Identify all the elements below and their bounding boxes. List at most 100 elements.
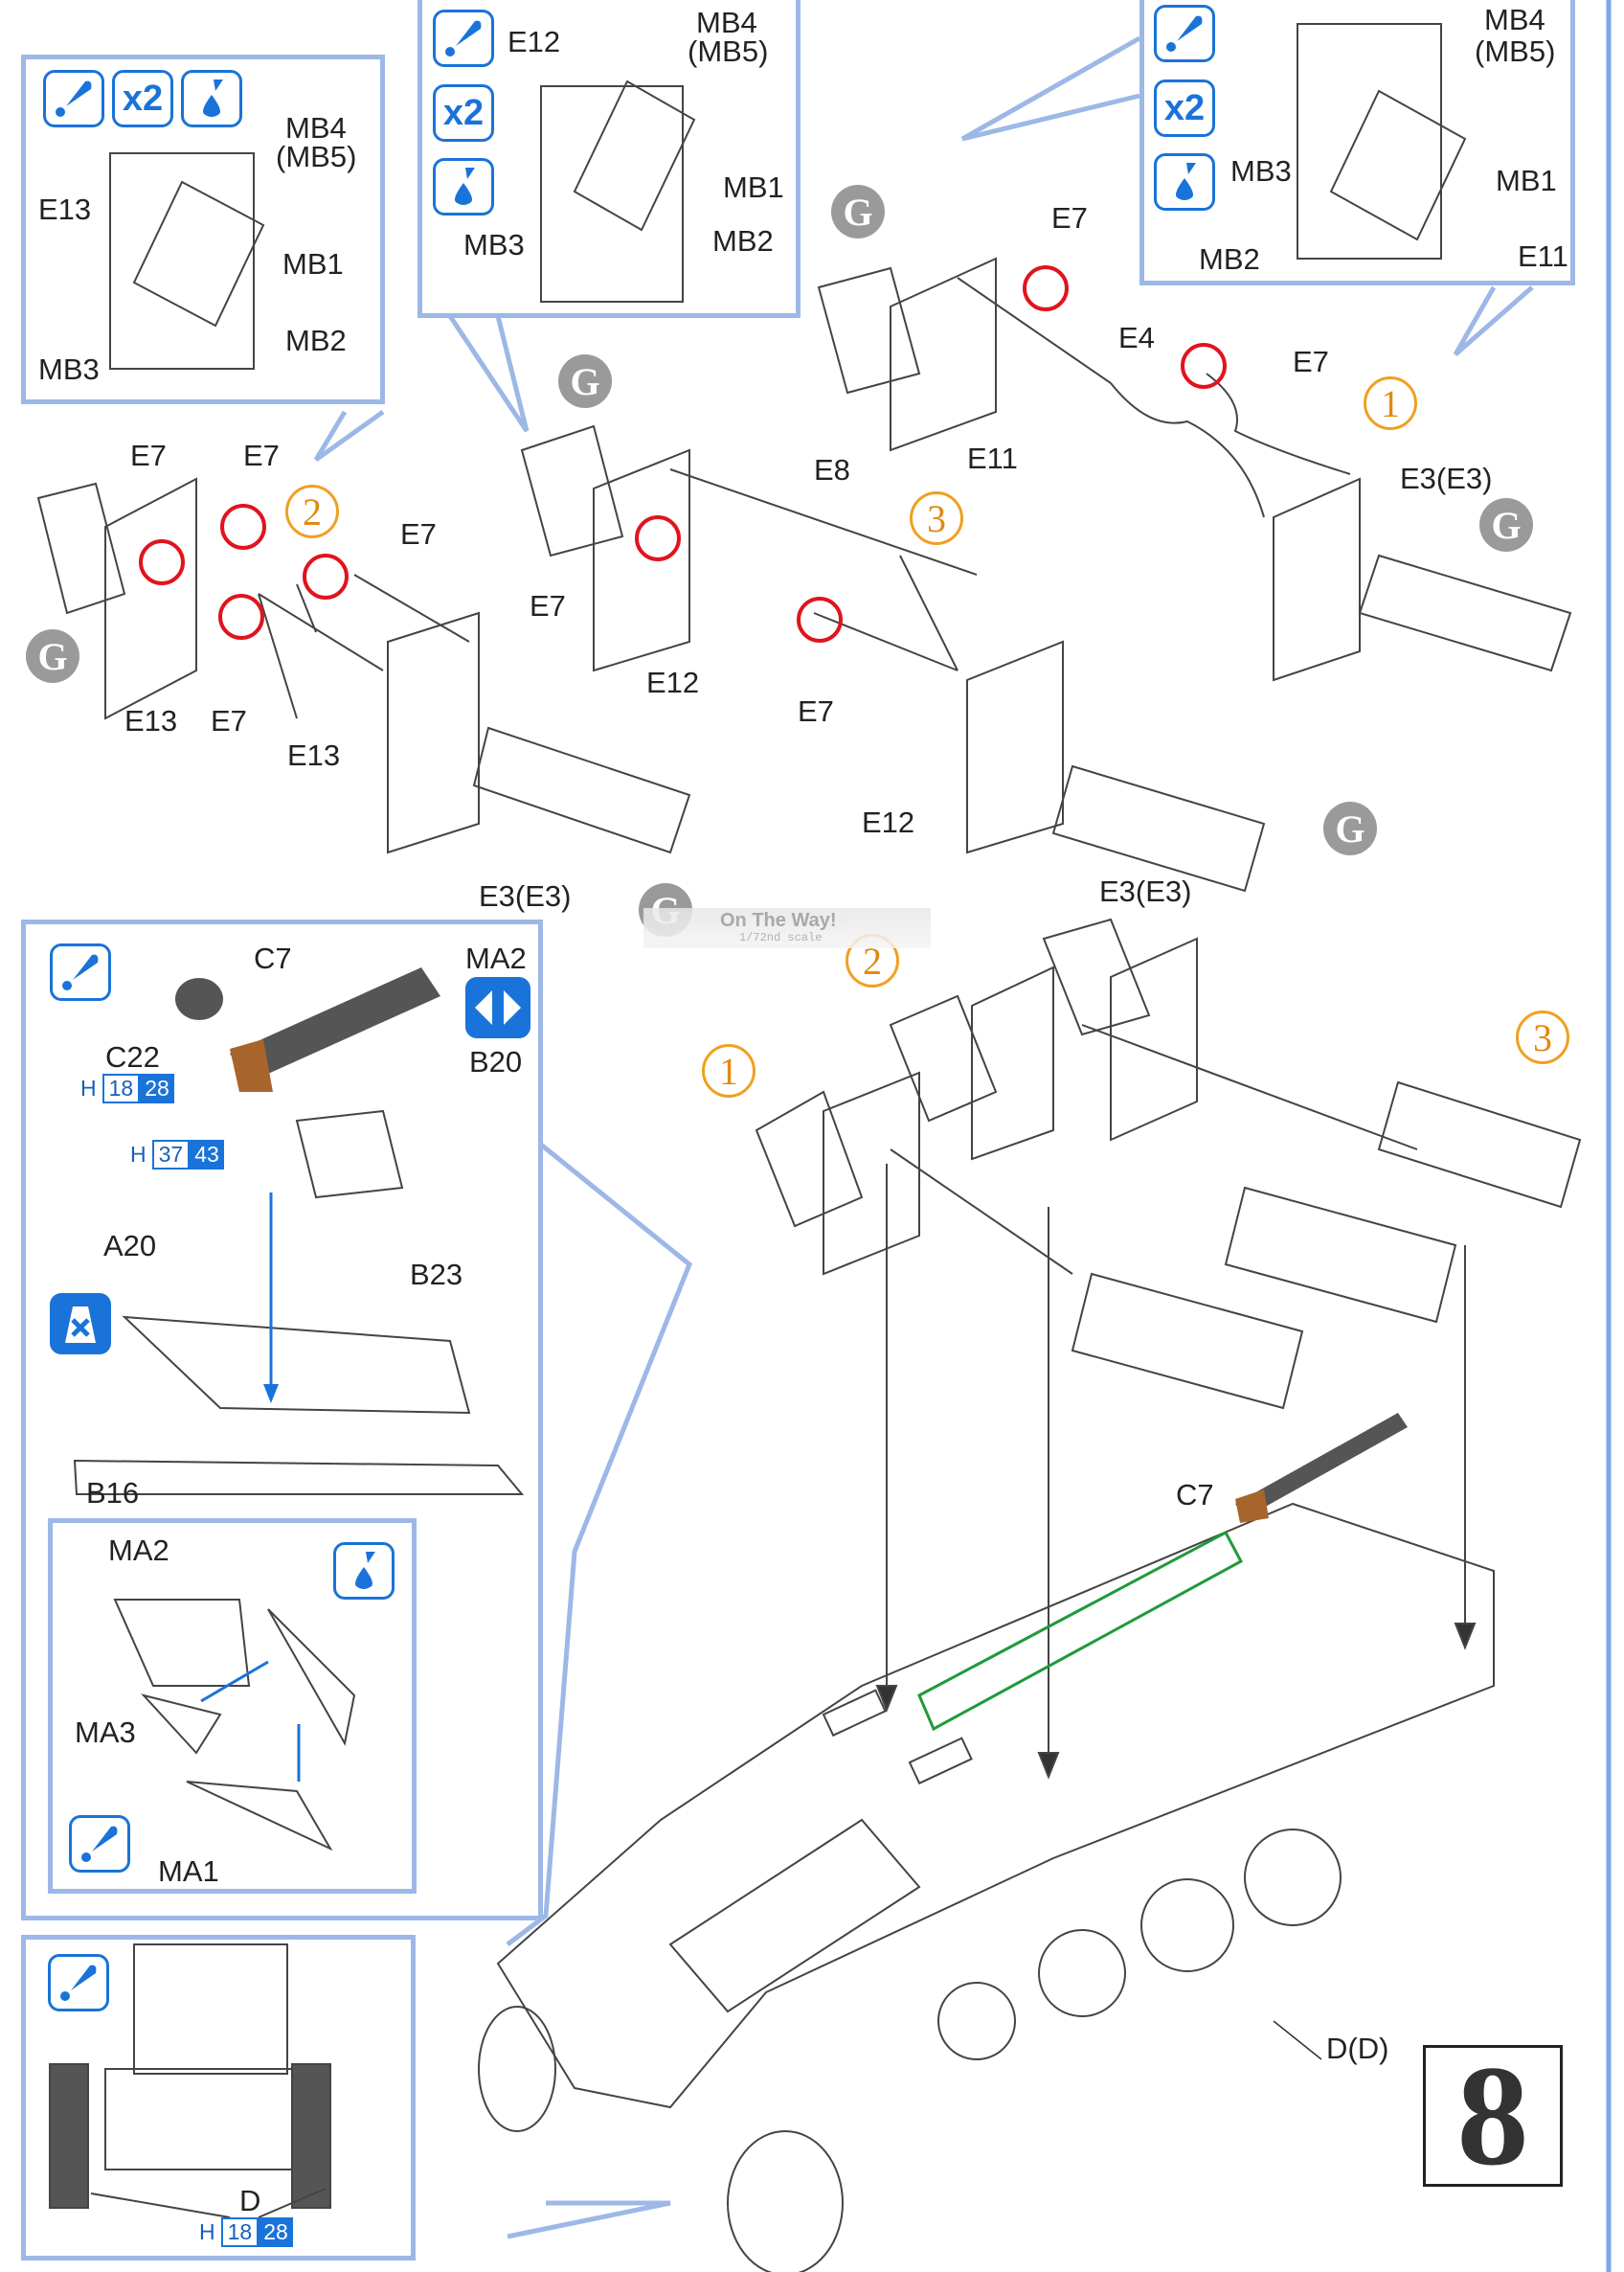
part-label: MB4 [1484,3,1545,36]
part-label: MB1 [723,170,784,204]
part-group-badge: G [26,629,79,683]
part-label: MA3 [75,1715,136,1749]
part-label: MB2 [1199,242,1260,276]
assembly-1-drawing [817,257,1572,682]
part-label: E12 [646,666,700,699]
part-label: (MB5) [1475,34,1556,68]
part-label: C7 [1176,1478,1214,1511]
glue-icon [50,943,111,1001]
paint-code-a: 18 [220,2217,259,2247]
highlight-circle [218,594,264,640]
paint-code: H 18 28 [80,1074,174,1103]
highlight-circle [635,515,681,561]
part-label: E7 [1293,345,1329,378]
part-label: (MB5) [688,34,769,68]
main-frames-drawing [755,918,1582,1780]
part-label: MB2 [712,224,774,258]
callout-tail-rear [507,2200,671,2239]
glue-icon [69,1815,130,1873]
paint-code-prefix: H [80,1076,97,1101]
part-label: MB3 [38,352,100,386]
part-label: E7 [798,694,834,728]
part-label: E7 [211,704,247,738]
callout-tail-e12 [447,314,530,433]
x2-icon: x2 [112,70,173,127]
paint-code-b: 28 [259,2217,293,2247]
paint-code-b: 43 [190,1140,224,1170]
water-drop-icon [1154,153,1215,211]
part-label: B23 [410,1258,463,1291]
part-label: E13 [124,704,178,738]
part-label: E3(E3) [479,879,572,913]
subassembly-marker-2: 2 [285,485,339,538]
part-label: C7 [254,942,292,975]
part-label: E11 [967,442,1018,475]
paint-code-prefix: H [130,1142,147,1167]
part-label: E12 [508,25,561,58]
paint-code-a: 18 [102,1074,141,1103]
highlight-circle [1181,343,1227,389]
water-drop-icon [333,1542,395,1600]
part-label: MB1 [282,247,344,281]
part-label: E7 [530,589,566,623]
subassembly-marker-1: 1 [1364,376,1417,430]
part-label: B20 [469,1045,523,1079]
highlight-circle [139,539,185,585]
paint-code: H 37 43 [130,1140,224,1170]
water-drop-icon [181,70,242,127]
subassembly-marker-3: 3 [1516,1011,1569,1064]
glue-icon [43,70,104,127]
part-label: (MB5) [276,140,357,173]
mirror-arrows-icon [465,977,530,1038]
part-label: MA1 [158,1854,219,1888]
part-label: MB4 [696,6,757,39]
part-label: MB1 [1496,164,1557,197]
glue-icon [433,10,494,67]
part-group-badge: G [831,185,885,239]
paint-code-a: 37 [151,1140,191,1170]
paint-code: H 18 28 [199,2217,293,2247]
part-label: C22 [105,1040,160,1074]
part-label: MB4 [285,111,347,145]
x2-label: x2 [122,78,164,119]
part-label: MA2 [465,942,527,975]
green-highlight [917,1530,1244,1732]
part-label: E7 [130,439,167,472]
x2-icon: x2 [1154,80,1215,137]
no-cement-icon [50,1293,111,1354]
part-label: E13 [287,738,341,772]
part-label: E8 [814,453,850,487]
part-label: MA2 [108,1534,169,1567]
watermark-subtitle: 1/72nd scale [739,931,823,944]
highlight-circle [1023,265,1069,311]
part-label: E7 [243,439,280,472]
water-drop-icon [433,158,494,216]
halftrack-drawing [478,1502,1495,2272]
highlight-circle [303,554,349,600]
part-label: E7 [1051,201,1088,235]
subassembly-marker-1: 1 [702,1044,756,1098]
subassembly-marker-3: 3 [910,491,963,545]
assembly-2-drawing [36,477,691,854]
part-label: B16 [86,1476,140,1510]
highlight-circle [797,597,843,643]
part-group-badge: G [1479,498,1533,552]
part-label: E13 [38,193,92,226]
part-label: MB3 [463,228,525,261]
part-label: MB3 [1230,154,1292,188]
part-group-badge: G [558,354,612,408]
highlight-circle [220,504,266,550]
part-label: D [239,2184,261,2217]
step-number: 8 [1423,2036,1563,2195]
x2-label: x2 [442,92,485,133]
callout-tail-mg [506,1143,693,1946]
x2-icon: x2 [433,84,494,142]
glue-icon [48,1954,109,2011]
part-label: A20 [103,1229,157,1262]
part-label: D(D) [1326,2032,1389,2065]
paint-code-b: 28 [140,1074,174,1103]
callout-tail-e11-left [960,35,1141,142]
part-label: E7 [400,517,437,551]
paint-code-prefix: H [199,2219,215,2244]
